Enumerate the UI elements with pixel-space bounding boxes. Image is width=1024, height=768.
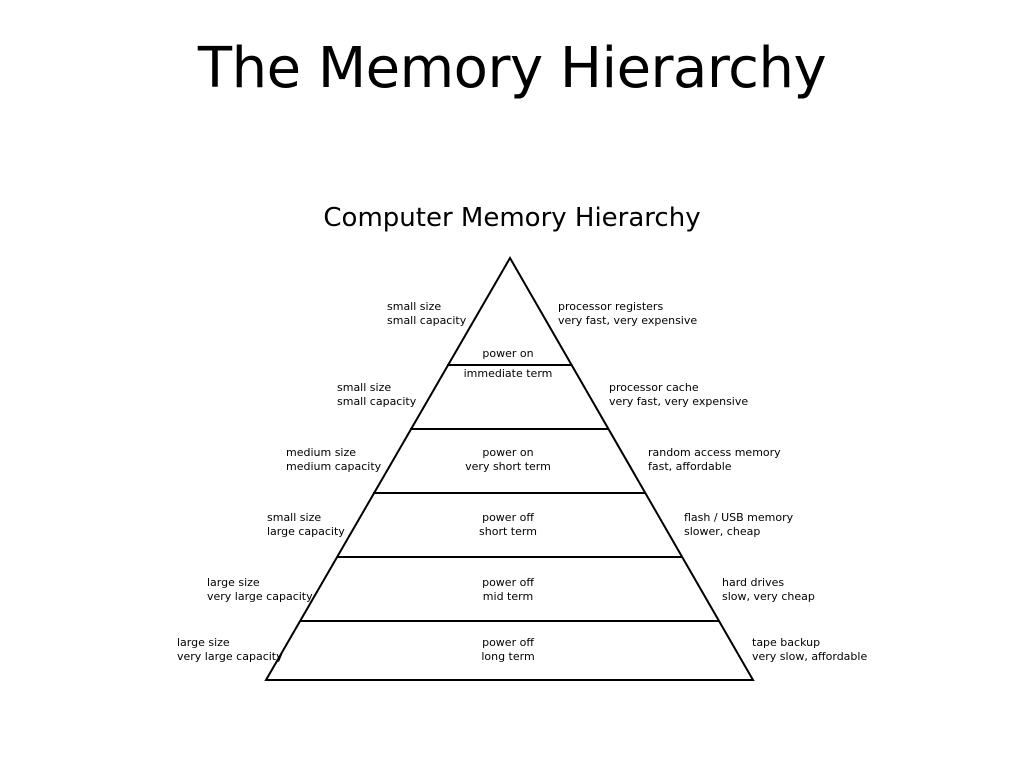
level-4-type: hard drives bbox=[722, 576, 785, 589]
level-1-type: processor cache bbox=[609, 381, 699, 394]
level-0-power-state: power on bbox=[482, 347, 534, 360]
level-0-capacity: small capacity bbox=[387, 314, 467, 327]
level-5-type: tape backup bbox=[752, 636, 821, 649]
level-4-size: large size bbox=[207, 576, 260, 589]
level-0-size: small size bbox=[387, 300, 442, 313]
level-3-capacity: large capacity bbox=[267, 525, 345, 538]
level-3-right-label: flash / USB memory slower, cheap bbox=[684, 511, 793, 539]
level-5-size: large size bbox=[177, 636, 230, 649]
level-2-term-text: very short term bbox=[465, 460, 551, 473]
level-3-size: small size bbox=[267, 511, 322, 524]
level-4-left-label: large size very large capacity bbox=[207, 576, 313, 604]
level-3-term-text: short term bbox=[479, 525, 537, 538]
level-3-center-label: power off short term bbox=[428, 511, 588, 539]
level-3-speed-cost: slower, cheap bbox=[684, 525, 761, 538]
level-2-right-label: random access memory fast, affordable bbox=[648, 446, 781, 474]
level-2-center-label: power on very short term bbox=[428, 446, 588, 474]
level-5-right-label: tape backup very slow, affordable bbox=[752, 636, 867, 664]
level-0-power: power on bbox=[428, 347, 588, 361]
slide-title: The Memory Hierarchy bbox=[197, 36, 827, 101]
level-1-size: small size bbox=[337, 381, 392, 394]
level-2-left-label: medium size medium capacity bbox=[286, 446, 381, 474]
level-2-capacity: medium capacity bbox=[286, 460, 382, 473]
pyramid-outline bbox=[264, 255, 755, 681]
level-3-type: flash / USB memory bbox=[684, 511, 794, 524]
level-5-center-label: power off long term bbox=[428, 636, 588, 664]
level-5-power-state: power off bbox=[482, 636, 534, 649]
level-4-term-text: mid term bbox=[482, 590, 534, 603]
level-1-left-label: small size small capacity bbox=[337, 381, 416, 409]
level-2-power-state: power on bbox=[482, 446, 534, 459]
level-0-right-label: processor registers very fast, very expe… bbox=[558, 300, 697, 328]
level-4-right-label: hard drives slow, very cheap bbox=[722, 576, 815, 604]
level-0-left-label: small size small capacity bbox=[387, 300, 466, 328]
level-0-type: processor registers bbox=[558, 300, 664, 313]
level-5-capacity: very large capacity bbox=[177, 650, 283, 663]
level-5-term-text: long term bbox=[481, 650, 535, 663]
level-4-center-label: power off mid term bbox=[428, 576, 588, 604]
level-1-speed-cost: very fast, very expensive bbox=[609, 395, 749, 408]
level-5-speed-cost: very slow, affordable bbox=[752, 650, 868, 663]
level-2-size: medium size bbox=[286, 446, 357, 459]
level-3-power-state: power off bbox=[482, 511, 534, 524]
level-0-term-text: immediate term bbox=[463, 367, 553, 380]
level-4-capacity: very large capacity bbox=[207, 590, 313, 603]
diagram-title: Computer Memory Hierarchy bbox=[323, 203, 701, 233]
level-2-type: random access memory bbox=[648, 446, 781, 459]
level-5-left-label: large size very large capacity bbox=[177, 636, 283, 664]
level-4-power-state: power off bbox=[482, 576, 534, 589]
level-3-left-label: small size large capacity bbox=[267, 511, 345, 539]
level-0-term: immediate term bbox=[428, 367, 588, 381]
level-4-speed-cost: slow, very cheap bbox=[722, 590, 815, 603]
level-1-capacity: small capacity bbox=[337, 395, 417, 408]
level-2-speed-cost: fast, affordable bbox=[648, 460, 732, 473]
level-1-right-label: processor cache very fast, very expensiv… bbox=[609, 381, 748, 409]
level-0-speed-cost: very fast, very expensive bbox=[558, 314, 698, 327]
